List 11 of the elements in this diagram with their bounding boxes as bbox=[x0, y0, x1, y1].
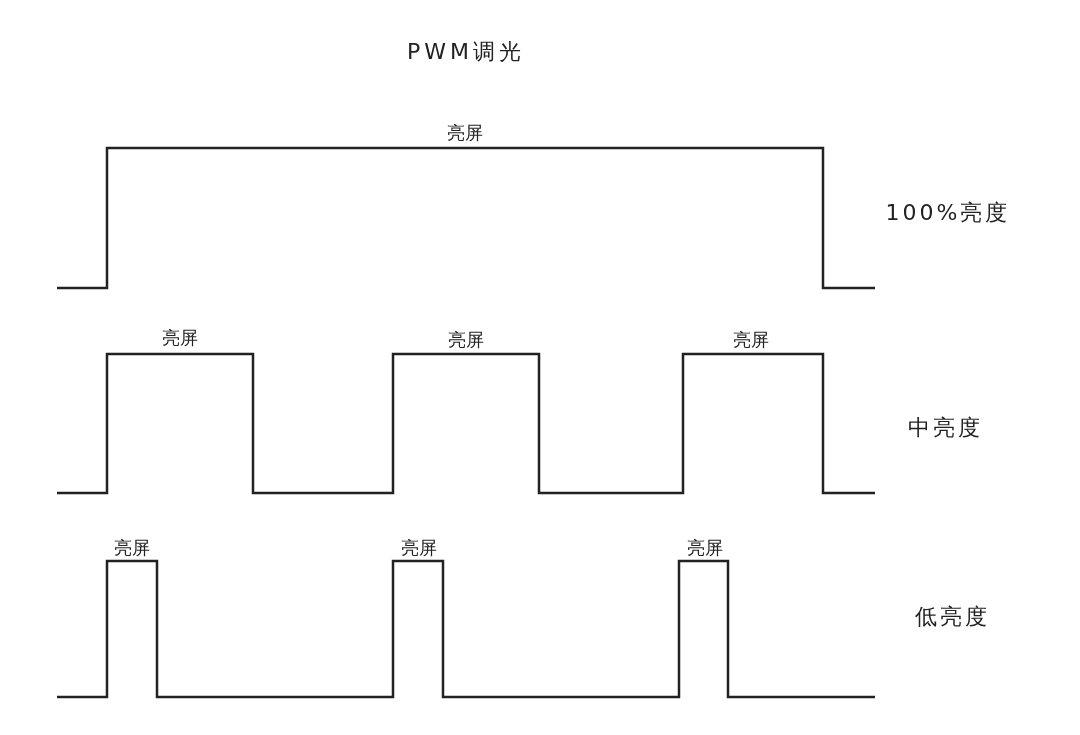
pulse-label: 亮屏 bbox=[448, 328, 484, 352]
diagram-title: PWM调光 bbox=[407, 38, 525, 66]
pulse-label: 亮屏 bbox=[447, 121, 483, 145]
pulse-label: 亮屏 bbox=[162, 326, 198, 350]
pulse-label: 亮屏 bbox=[401, 536, 437, 560]
brightness-label: 中亮度 bbox=[907, 414, 983, 442]
pulse-label: 亮屏 bbox=[733, 328, 769, 352]
pulse-label: 亮屏 bbox=[687, 536, 723, 560]
brightness-label: 低亮度 bbox=[914, 603, 990, 631]
pulse-label: 亮屏 bbox=[114, 536, 150, 560]
brightness-label: 100%亮度 bbox=[885, 199, 1011, 227]
